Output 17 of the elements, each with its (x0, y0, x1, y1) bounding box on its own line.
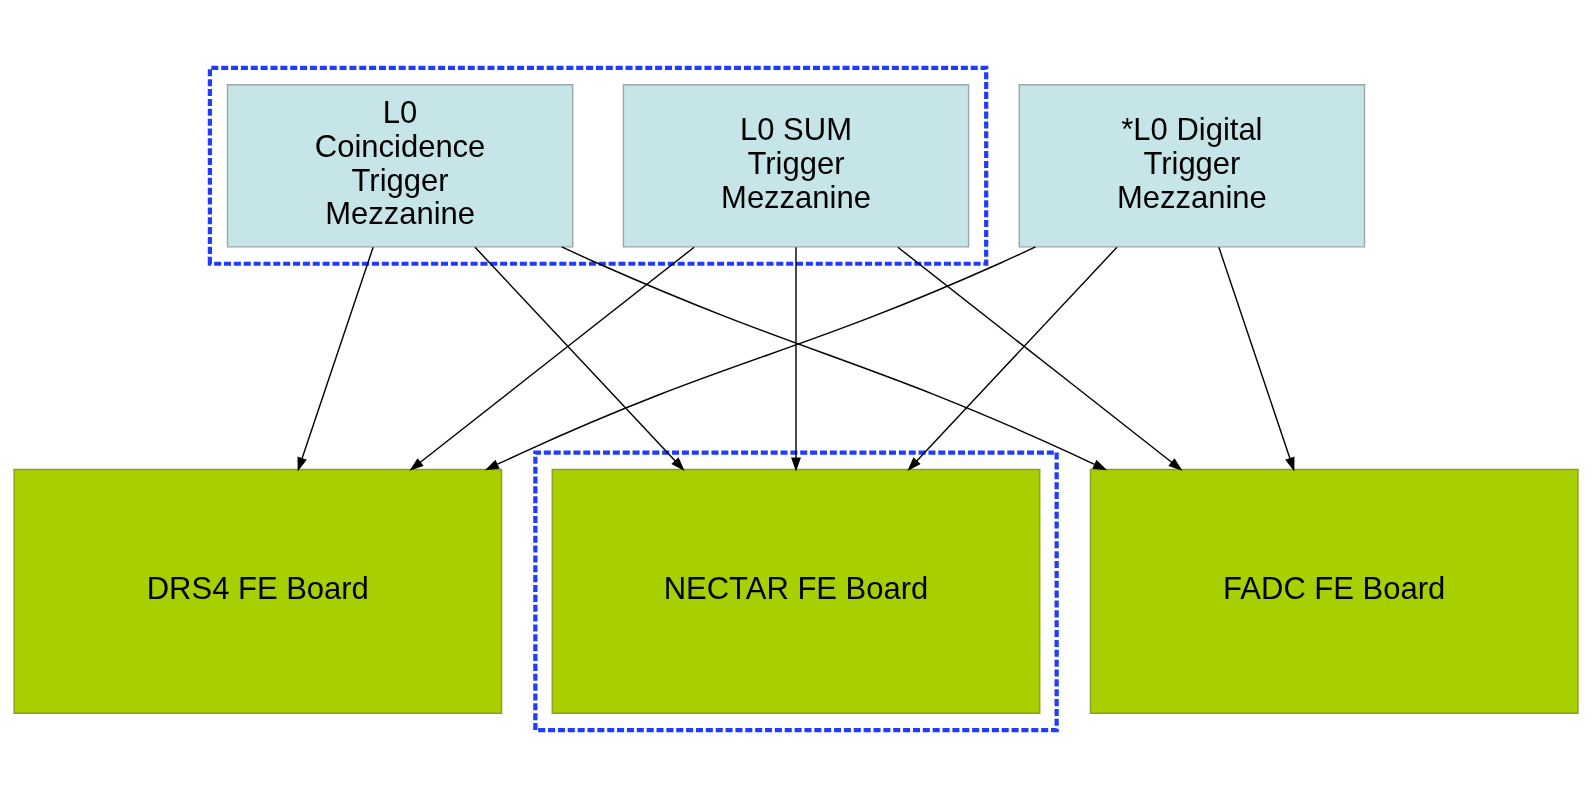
arrow (907, 246, 1118, 471)
node-box: NECTAR FE Board (551, 468, 1041, 714)
arrow (791, 246, 801, 472)
arrow (484, 245, 1037, 470)
arrow (409, 246, 695, 471)
node-box: L0 Coincidence Trigger Mezzanine (226, 83, 574, 248)
arrow (897, 246, 1183, 471)
cluster (533, 449, 1059, 732)
arrow (474, 246, 685, 471)
arrow (1218, 246, 1295, 471)
cluster (207, 65, 989, 266)
node-box: FADC FE Board (1089, 468, 1579, 714)
node-box: L0 SUM Trigger Mezzanine (622, 83, 970, 248)
arrow (561, 245, 1108, 470)
arrow (297, 246, 374, 471)
node-box: *L0 Digital Trigger Mezzanine (1018, 83, 1366, 248)
node-box: DRS4 FE Board (13, 468, 503, 714)
